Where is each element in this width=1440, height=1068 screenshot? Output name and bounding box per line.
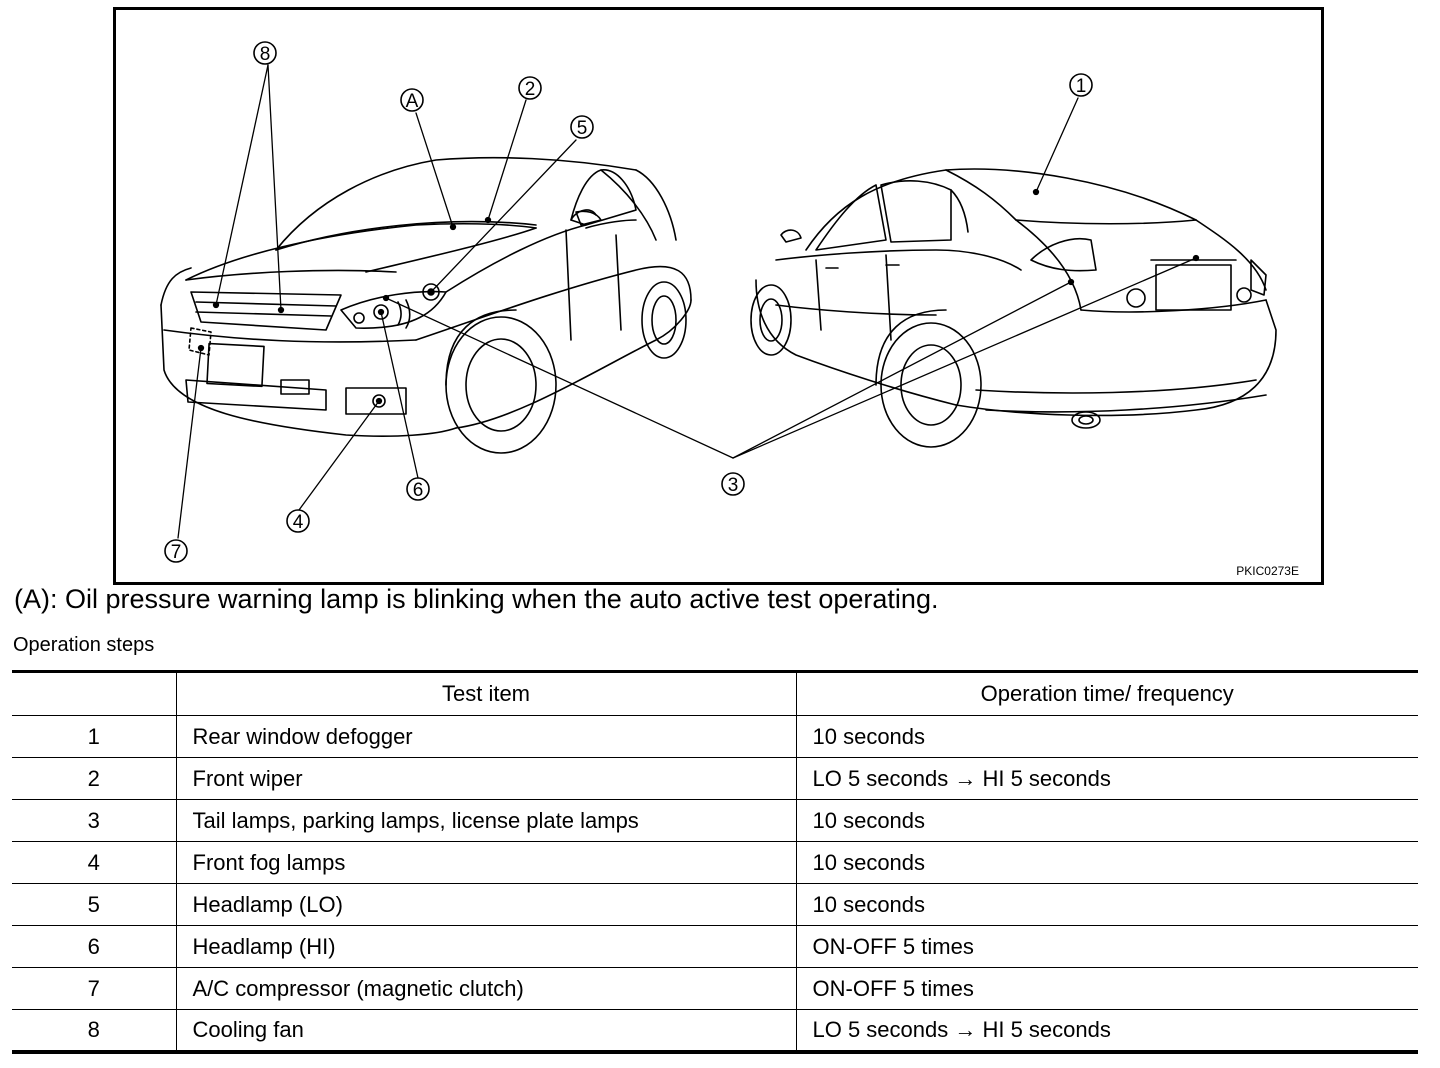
svg-text:2: 2 [525, 79, 536, 100]
row-operation-time: 10 seconds [795, 883, 1418, 926]
header-operation-time: Operation time/ frequency [795, 671, 1418, 716]
table-row: 2 Front wiper LO 5 seconds → HI 5 second… [12, 757, 1418, 800]
row-test-item: Cooling fan [175, 1009, 796, 1052]
figure-note: (A): Oil pressure warning lamp is blinki… [14, 584, 939, 614]
row-number: 2 [12, 757, 176, 800]
header-no [12, 671, 176, 716]
svg-text:5: 5 [577, 118, 588, 139]
row-number: 1 [12, 715, 176, 758]
table-row: 5 Headlamp (LO) 10 seconds [12, 883, 1418, 926]
row-test-item: Front wiper [175, 757, 796, 800]
row-operation-time: 10 seconds [795, 841, 1418, 884]
svg-text:7: 7 [171, 542, 182, 563]
row-number: 3 [12, 799, 176, 842]
callout-markers: 8 A 2 5 1 3 6 [164, 41, 1093, 563]
table-header-row: Test item Operation time/ frequency [12, 671, 1418, 716]
table-row: 7 A/C compressor (magnetic clutch) ON-OF… [12, 967, 1418, 1010]
component-location-figure: 8 A 2 5 1 3 6 [113, 7, 1324, 585]
table-row: 3 Tail lamps, parking lamps, license pla… [12, 799, 1418, 842]
row-number: 5 [12, 883, 176, 926]
row-test-item: Headlamp (LO) [175, 883, 796, 926]
row-operation-time: ON-OFF 5 times [795, 967, 1418, 1010]
row-test-item: Tail lamps, parking lamps, license plate… [175, 799, 796, 842]
figure-code: PKIC0273E [1236, 564, 1299, 578]
table-row: 6 Headlamp (HI) ON-OFF 5 times [12, 925, 1418, 968]
callout-5: 5 [570, 115, 594, 139]
row-number: 7 [12, 967, 176, 1010]
leader-lines [177, 64, 1200, 539]
callout-A: A [400, 88, 424, 112]
svg-text:3: 3 [728, 475, 739, 496]
rear-car-drawing [750, 168, 1277, 448]
car-illustration: 8 A 2 5 1 3 6 [160, 41, 1277, 563]
svg-text:4: 4 [293, 512, 304, 533]
row-operation-time: 10 seconds [795, 799, 1418, 842]
row-operation-time: 10 seconds [795, 715, 1418, 758]
row-test-item: Headlamp (HI) [175, 925, 796, 968]
callout-8: 8 [253, 41, 277, 65]
front-car-drawing [160, 156, 692, 454]
table-row: 8 Cooling fan LO 5 seconds → HI 5 second… [12, 1009, 1418, 1052]
callout-2: 2 [518, 76, 542, 100]
header-test-item: Test item [175, 671, 796, 716]
row-operation-time: ON-OFF 5 times [795, 925, 1418, 968]
row-number: 8 [87, 1016, 100, 1042]
section-label: Operation steps [13, 634, 155, 656]
table-row: 1 Rear window defogger 10 seconds [12, 715, 1418, 758]
callout-4: 4 [286, 509, 310, 533]
row-operation-time: LO 5 seconds → HI 5 seconds [795, 1009, 1418, 1052]
callout-7: 7 [164, 539, 188, 563]
row-number: 4 [12, 841, 176, 884]
row-operation-time: LO 5 seconds → HI 5 seconds [795, 757, 1418, 800]
svg-text:6: 6 [413, 480, 424, 501]
row-test-item: Rear window defogger [175, 715, 796, 758]
callout-1: 1 [1069, 73, 1093, 97]
row-test-item: Front fog lamps [175, 841, 796, 884]
svg-text:A: A [406, 91, 419, 112]
table-row: 4 Front fog lamps 10 seconds [12, 841, 1418, 884]
callout-6: 6 [406, 477, 430, 501]
svg-text:8: 8 [260, 44, 271, 65]
svg-text:1: 1 [1076, 76, 1087, 97]
callout-3: 3 [721, 472, 745, 496]
row-test-item: A/C compressor (magnetic clutch) [175, 967, 796, 1010]
row-number: 6 [12, 925, 176, 968]
operation-steps-table: Test item Operation time/ frequency 1 Re… [12, 670, 1418, 1054]
